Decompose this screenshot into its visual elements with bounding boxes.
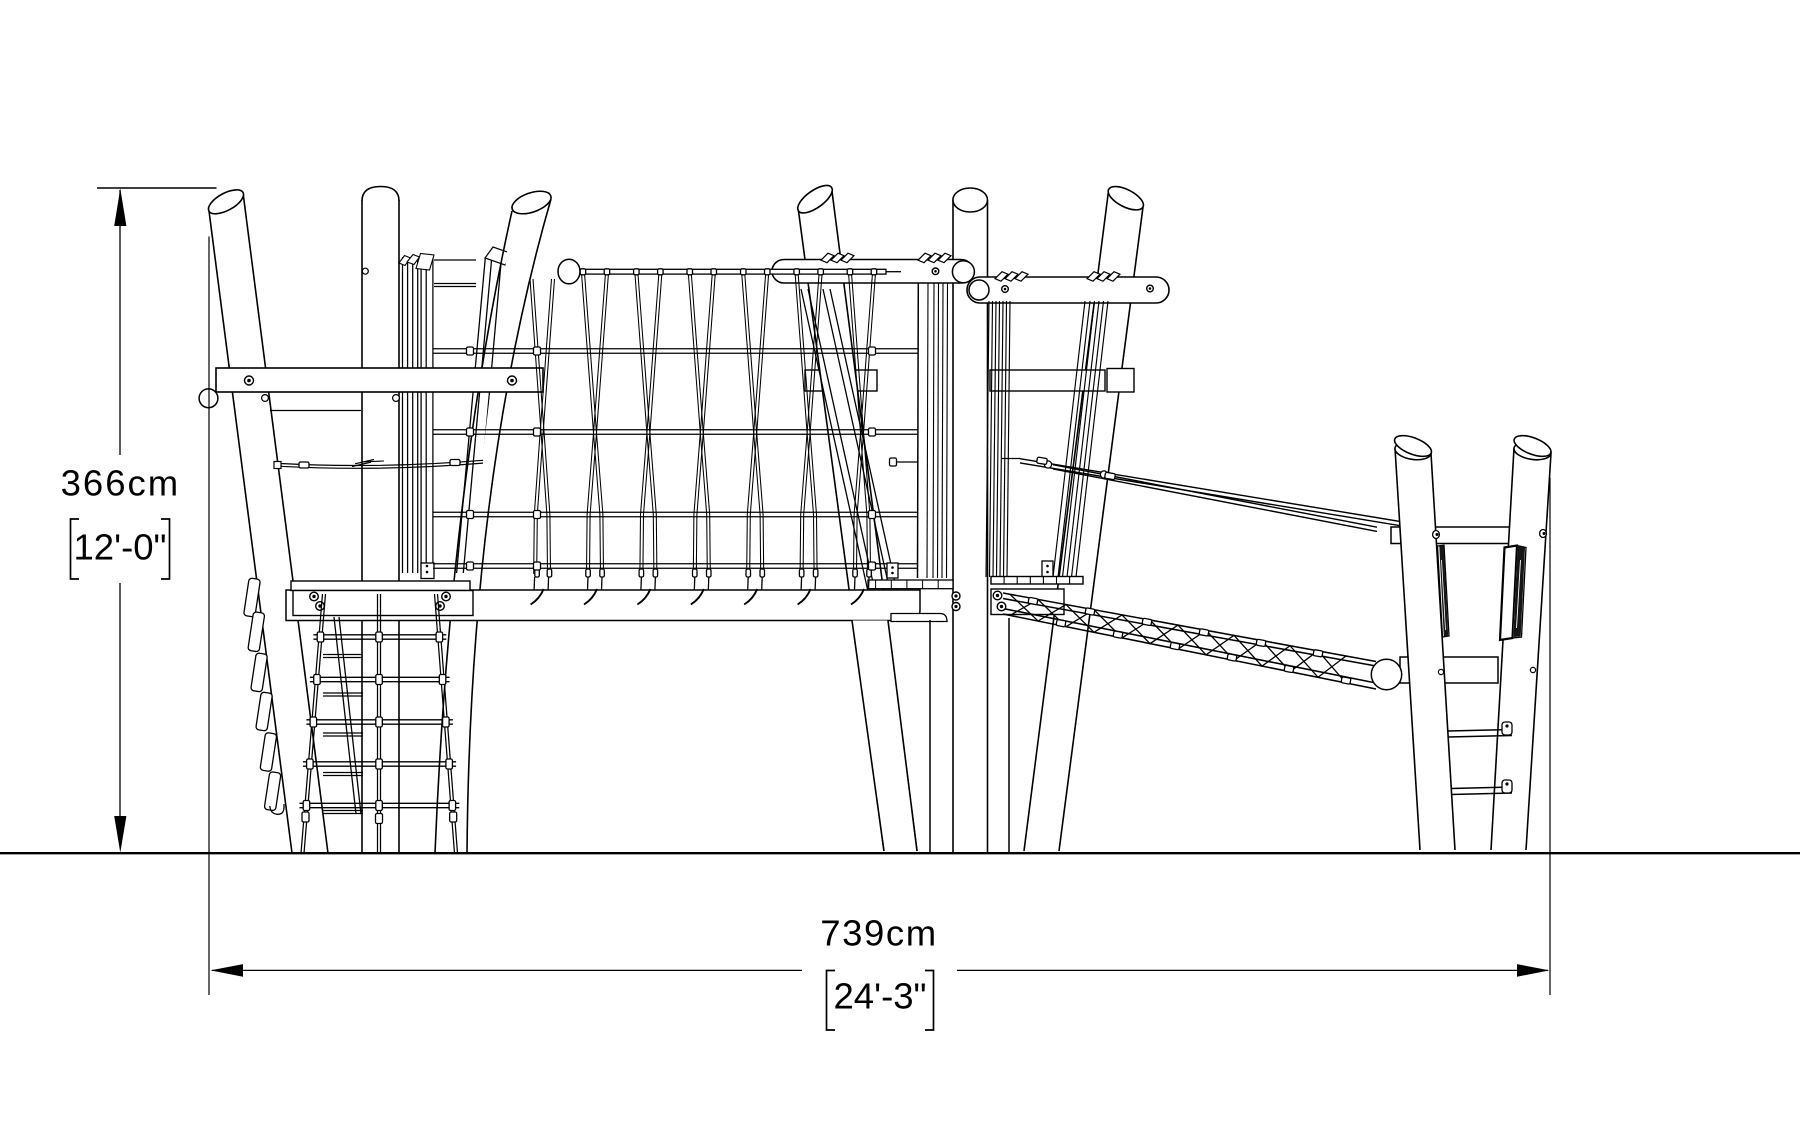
svg-text:366cm: 366cm	[61, 463, 181, 504]
svg-text:24'-3": 24'-3"	[834, 976, 927, 1017]
svg-text:739cm: 739cm	[820, 913, 938, 954]
svg-text:12'-0": 12'-0"	[74, 527, 167, 568]
